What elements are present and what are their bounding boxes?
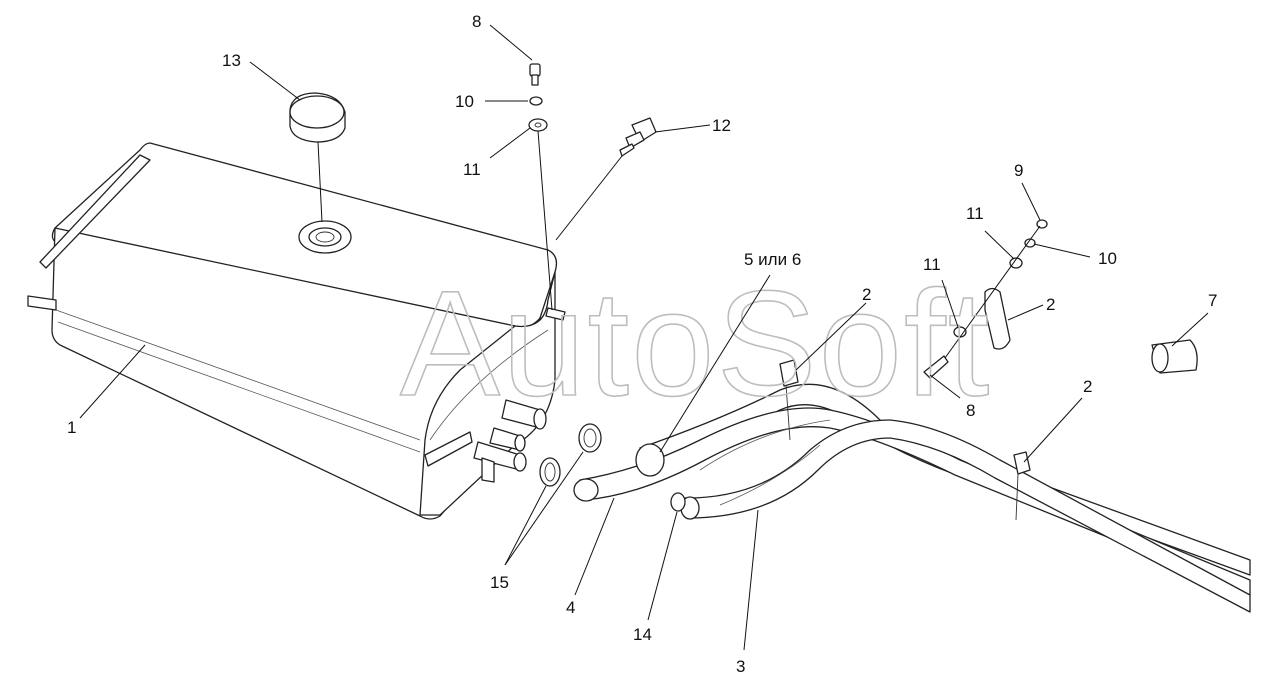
callout-13: 13 <box>222 51 241 70</box>
callout-1: 1 <box>67 418 76 437</box>
callout-11a: 11 <box>463 160 481 179</box>
callout-10a: 10 <box>455 92 474 111</box>
callout-labels: 1 2 2 2 3 4 5 или 6 7 8 8 9 10 10 11 11 … <box>67 12 1217 676</box>
filler-cap <box>289 92 346 223</box>
callout-10b: 10 <box>1098 249 1117 268</box>
callout-2b: 2 <box>1046 295 1055 314</box>
callout-11b: 11 <box>966 204 984 223</box>
mounting-straps <box>779 287 1031 521</box>
callout-2a: 2 <box>862 285 871 304</box>
callout-8a: 8 <box>472 12 481 31</box>
callout-14: 14 <box>633 625 652 644</box>
callout-7: 7 <box>1208 291 1217 310</box>
sleeve-part <box>1151 339 1198 374</box>
callout-12: 12 <box>712 116 731 135</box>
hose-clamps <box>539 423 686 512</box>
watermark-text: AutoSoft <box>400 259 991 427</box>
callout-9: 9 <box>1014 161 1023 180</box>
callout-5-or-6: 5 или 6 <box>744 250 801 269</box>
upper-fasteners <box>528 63 553 311</box>
strap-fasteners <box>923 219 1048 379</box>
leader-lines <box>79 24 1209 651</box>
fuel-level-sensor <box>555 117 657 241</box>
callout-15: 15 <box>490 573 509 592</box>
callout-8b: 8 <box>966 401 975 420</box>
callout-3: 3 <box>736 657 745 676</box>
callout-4: 4 <box>566 598 575 617</box>
callout-11c: 11 <box>923 255 941 274</box>
fuel-lines <box>573 383 1251 613</box>
fuel-tank <box>27 142 566 520</box>
callout-2c: 2 <box>1083 377 1092 396</box>
